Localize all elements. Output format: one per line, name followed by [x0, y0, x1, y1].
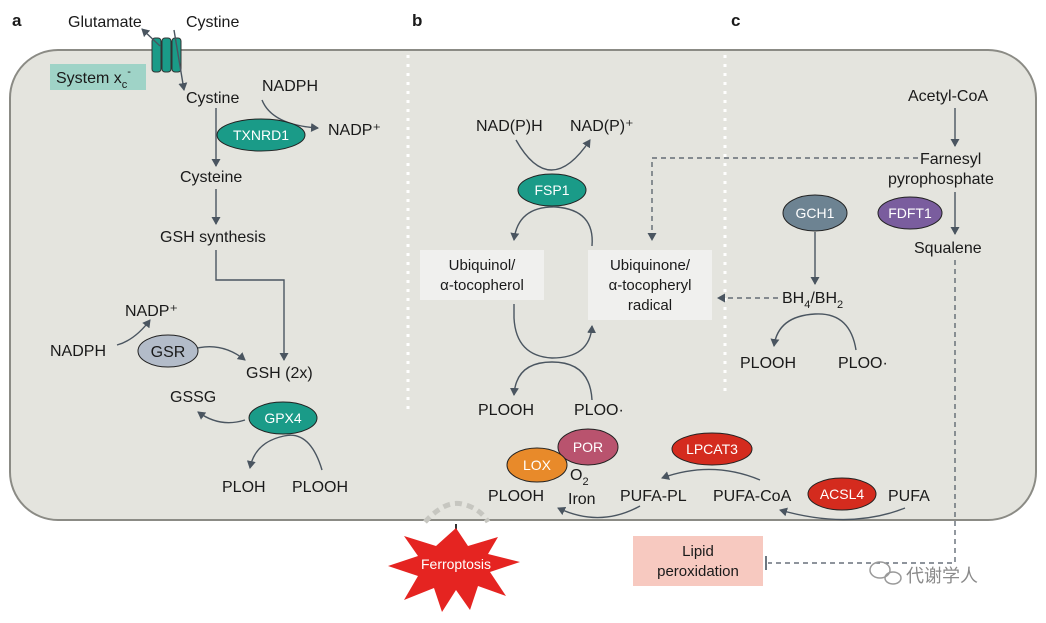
gpx4-enzyme [248, 401, 318, 435]
ubiquinol-box [420, 250, 544, 300]
nadph-left-label: NADPH [50, 343, 106, 360]
pufa-coa-label: PUFA-CoA [713, 488, 792, 505]
por-enzyme [557, 428, 619, 466]
plooh-b-label: PLOOH [478, 402, 534, 419]
cystine-outside-label: Cystine [186, 14, 239, 31]
gsh2x-label: GSH (2x) [246, 365, 313, 382]
squalene-label: Squalene [914, 240, 982, 257]
fdft1-label: FDFT1 [888, 205, 932, 221]
system-xc-transporter-icon [151, 37, 182, 73]
txnrd1-enzyme [216, 118, 306, 152]
system-xc-label-box [50, 64, 146, 90]
bh4-bh2-label: BH4/BH2 [782, 290, 843, 311]
nadp-left-label: NADP⁺ [125, 303, 178, 320]
lipid-line2: peroxidation [657, 563, 739, 580]
lipid-peroxidation-box [633, 536, 763, 586]
ubiquinol-line2: α-tocopherol [440, 277, 524, 294]
acetyl-coa-label: Acetyl-CoA [908, 88, 988, 105]
plooh-a-label: PLOOH [292, 479, 348, 496]
panel-label-b: b [412, 11, 422, 30]
cystine-inside-label: Cystine [186, 90, 239, 107]
ploo-b-label: PLOO· [574, 402, 624, 419]
txnrd1-label: TXNRD1 [233, 127, 289, 143]
nadp-top-label: NADP⁺ [328, 122, 381, 139]
panel-label-a: a [12, 11, 22, 30]
lpcat3-enzyme [671, 432, 753, 466]
acsl4-enzyme [807, 477, 877, 511]
acsl4-label: ACSL4 [820, 486, 865, 502]
membrane-rupture-icon [423, 500, 491, 524]
lox-enzyme [506, 447, 568, 483]
gsh-synthesis-label: GSH synthesis [160, 229, 266, 246]
cysteine-label: Cysteine [180, 169, 242, 186]
glutamate-label: Glutamate [68, 14, 142, 31]
gch1-label: GCH1 [796, 205, 835, 221]
watermark-text: 代谢学人 [906, 566, 978, 586]
gsr-enzyme [137, 334, 199, 368]
nadph-b-label: NAD(P)H [476, 118, 543, 135]
pufa-pl-label: PUFA-PL [620, 488, 687, 505]
ploh-label: PLOH [222, 479, 266, 496]
gch1-enzyme [782, 194, 848, 232]
ubiquinol-line1: Ubiquinol/ [449, 257, 517, 274]
farnesyl-line2: pyrophosphate [888, 171, 994, 188]
fdft1-enzyme [877, 196, 943, 230]
ferroptosis-label: Ferroptosis [421, 556, 491, 572]
ubiquinone-line3: radical [628, 297, 672, 314]
gpx4-label: GPX4 [264, 410, 302, 426]
plooh-c-label: PLOOH [740, 355, 796, 372]
ubiquinone-line1: Ubiquinone/ [610, 257, 691, 274]
iron-label: Iron [568, 491, 596, 508]
nadp-b-label: NAD(P)⁺ [570, 118, 634, 135]
plooh-bottom-label: PLOOH [488, 488, 544, 505]
system-xc-label: System xc- [56, 66, 131, 91]
panel-label-c: c [731, 11, 740, 30]
fsp1-label: FSP1 [534, 182, 569, 198]
gsr-label: GSR [151, 344, 186, 361]
ubiquinone-box [588, 250, 712, 320]
fsp1-enzyme [517, 173, 587, 207]
lipid-line1: Lipid [682, 543, 714, 560]
por-label: POR [573, 439, 603, 455]
ferroptosis-burst-icon [388, 528, 520, 612]
farnesyl-line1: Farnesyl [920, 151, 981, 168]
ploo-c-label: PLOO· [838, 355, 888, 372]
nadph-top-label: NADPH [262, 78, 318, 95]
pufa-label: PUFA [888, 488, 930, 505]
lox-label: LOX [523, 457, 552, 473]
ubiquinone-line2: α-tocopheryl [609, 277, 692, 294]
gssg-label: GSSG [170, 389, 216, 406]
o2-label: O2 [570, 467, 589, 488]
wechat-watermark-icon [869, 561, 902, 585]
lpcat3-label: LPCAT3 [686, 441, 738, 457]
